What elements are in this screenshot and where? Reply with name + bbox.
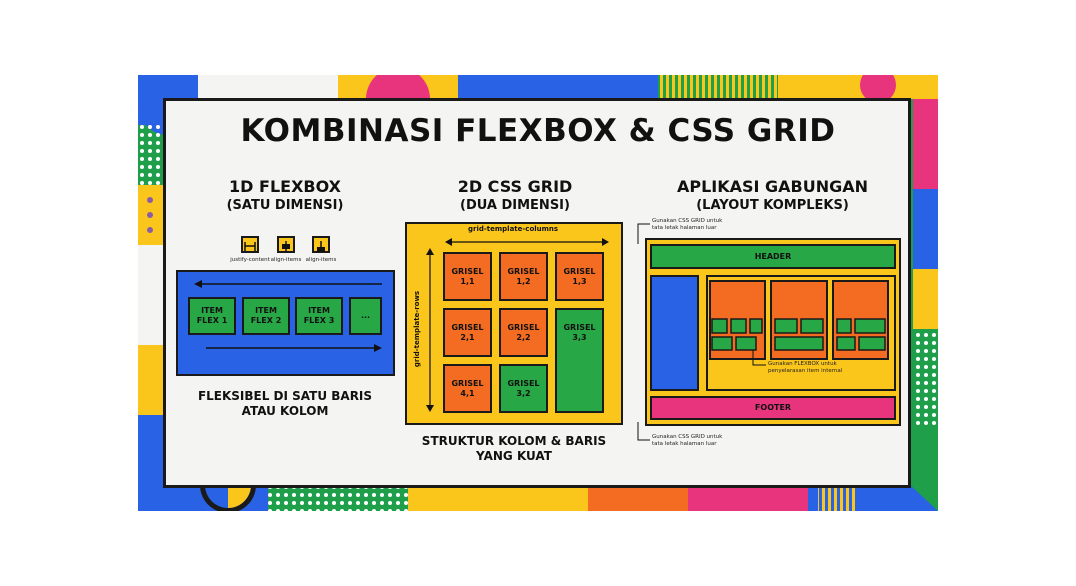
grid-cell [443, 364, 492, 413]
grid-cell-label: GRISEL 1,3 [563, 266, 596, 286]
grid-cell-label: GRISEL 4,1 [451, 378, 484, 398]
grid-cell [555, 252, 604, 301]
flex-item [188, 297, 236, 335]
note-bottom: Gunakan CSS GRID untuk tata letak halama… [652, 434, 723, 447]
footer-block [650, 396, 896, 420]
note-middle: Gunakan FLEXBOX untuk penyelarasan item … [768, 361, 843, 374]
grid-cell [443, 252, 492, 301]
grid-cell [499, 252, 548, 301]
footer-label: FOOTER [754, 403, 792, 412]
header-label: HEADER [754, 251, 792, 261]
flexbox-caption: ATAU KOLOM [241, 404, 329, 418]
note-top: Gunakan CSS GRID untuk tata letak halama… [652, 218, 723, 231]
flexbox-caption: FLEKSIBEL DI SATU BARIS [197, 389, 373, 403]
columns-label: grid-template-columns [468, 225, 559, 233]
grid-title: 2D CSS GRID [457, 177, 573, 196]
grid-subtitle: (DUA DIMENSI) [460, 198, 570, 213]
grid-cell [499, 364, 548, 413]
flexbox-title: 1D FLEXBOX [229, 177, 341, 196]
flex-item [295, 297, 343, 335]
flex-item-label: ITEM FLEX 3 [303, 306, 335, 325]
rows-label: grid-template-rows [413, 290, 421, 368]
header-block [650, 244, 896, 269]
flexbox-subtitle: (SATU DIMENSI) [226, 198, 344, 213]
combined-subtitle: (LAYOUT KOMPLEKS) [696, 198, 849, 213]
align-items-icon [277, 236, 295, 253]
sidebar-block [650, 275, 699, 391]
icon-label: align-items [270, 257, 302, 263]
grid-cell-label: GRISEL 2,2 [507, 322, 540, 342]
grid-axis-arrows [426, 238, 609, 412]
justify-content-icon [241, 236, 259, 253]
grid-caption: YANG KUAT [476, 449, 552, 463]
note-bottom-leader [637, 422, 650, 441]
align-items-glyph [282, 241, 290, 252]
note-top-leader [637, 223, 650, 244]
icon-label: justify-content [230, 257, 270, 263]
align-items-glyph [317, 241, 325, 252]
grid-cell-label: GRISEL 3,2 [507, 378, 540, 398]
flex-direction-arrows [194, 280, 382, 352]
grid-caption: STRUKTUR KOLOM & BARIS [421, 434, 607, 448]
justify-content-glyph [244, 242, 256, 251]
flex-item [242, 297, 290, 335]
flex-item-label: ITEM FLEX 1 [196, 306, 228, 325]
grid-cell-label: GRISEL 3,3 [563, 322, 596, 342]
grid-cell [499, 308, 548, 357]
grid-cell-label: GRISEL 2,1 [451, 322, 484, 342]
page-title: KOMBINASI FLEXBOX & CSS GRID [240, 113, 836, 149]
flex-item [349, 297, 382, 335]
grid-cell-label: GRISEL 1,2 [507, 266, 540, 286]
grid-cell [443, 308, 492, 357]
icon-label: align-items [305, 257, 337, 263]
combined-title: APLIKASI GABUNGAN [676, 177, 869, 196]
grid-cell-spanning [555, 308, 604, 413]
flex-items-inside-cards [711, 318, 886, 366]
flex-item-label: ... [360, 311, 371, 320]
flex-item-label: ITEM FLEX 2 [250, 306, 282, 325]
grid-cell-label: GRISEL 1,1 [451, 266, 484, 286]
align-items-icon [312, 236, 330, 253]
